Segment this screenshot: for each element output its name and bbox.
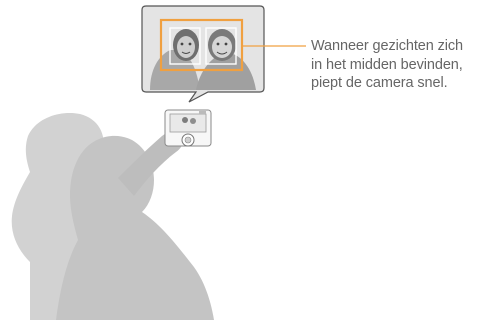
camera-icon (165, 110, 211, 146)
face-left (173, 29, 199, 61)
face-right (208, 29, 236, 61)
preview-bubble (142, 6, 264, 102)
callout-line-2: in het midden bevinden, (311, 56, 483, 75)
callout-text: Wanneer gezichten zich in het midden bev… (311, 37, 483, 93)
callout-line-3: piept de camera snel. (311, 74, 483, 93)
callout-line-1: Wanneer gezichten zich (311, 37, 483, 56)
